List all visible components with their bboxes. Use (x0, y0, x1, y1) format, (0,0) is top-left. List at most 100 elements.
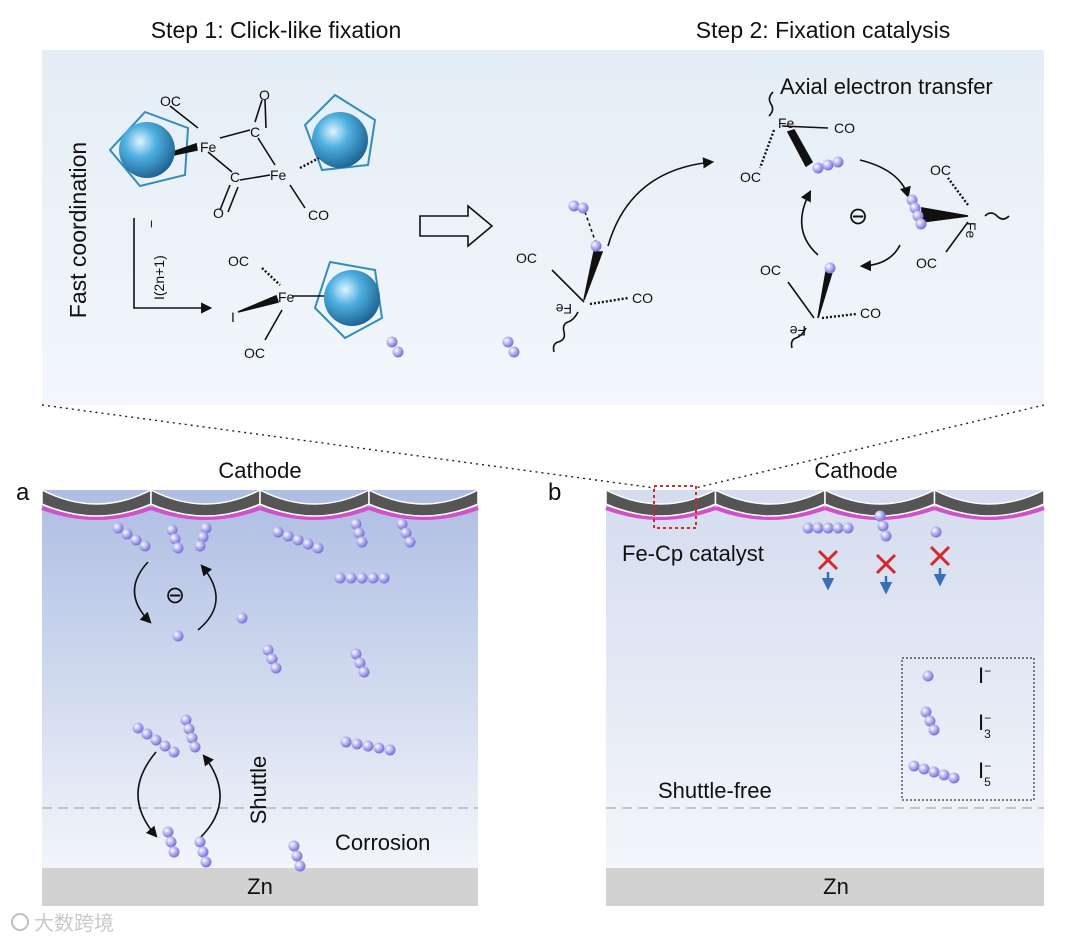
iodide-ions-b (802, 510, 942, 542)
iodide-ion (168, 746, 180, 758)
iodide-ion (396, 518, 408, 530)
iodide-chain (112, 522, 151, 552)
iodide-ion (189, 741, 201, 753)
iodide-ion (197, 846, 209, 858)
iodide-ion (832, 522, 844, 534)
iodide-ion (340, 736, 352, 748)
coordination-arrow (133, 218, 213, 314)
iodide-ion (824, 262, 836, 274)
iodide-ion (915, 218, 927, 230)
step1-title: Step 1: Click-like fixation (151, 17, 402, 43)
shuttle-label: Shuttle (246, 756, 271, 825)
iodide-ion (291, 850, 303, 862)
iodide-ion (166, 524, 178, 536)
iodide-ion (404, 536, 416, 548)
iodide-ion (350, 648, 362, 660)
iodide-ion (358, 666, 370, 678)
iodide-ion (200, 856, 212, 868)
blocked-ions-b (817, 545, 951, 595)
iodide-ion (130, 534, 142, 546)
svg-text:I: I (231, 309, 235, 325)
iodide-ion (350, 518, 362, 530)
svg-text:Fe: Fe (963, 222, 979, 239)
svg-text:OC: OC (516, 250, 537, 266)
iodide-ion (162, 826, 174, 838)
iodide-ion (568, 200, 580, 212)
svg-text:C: C (250, 124, 260, 140)
iodide-ion (362, 740, 374, 752)
iodide-chain (930, 526, 942, 538)
iodide-ion (180, 714, 192, 726)
svg-text:CO: CO (308, 207, 329, 223)
svg-text:O: O (259, 87, 270, 103)
iodide-ion (272, 526, 284, 538)
catalyst-coating (368, 506, 479, 520)
iodide-ion (938, 769, 950, 781)
legend-i (922, 670, 934, 682)
svg-text:OC: OC (760, 262, 781, 278)
cp-ring-sphere-right (312, 112, 368, 168)
iodide-chain (132, 722, 180, 758)
iodide-ion (812, 522, 824, 534)
step2-complex-left (551, 157, 715, 353)
catalyst-coating (41, 506, 152, 520)
iodide-ion (386, 336, 398, 348)
zn-anode-b (606, 868, 1044, 906)
corrosion-label: Corrosion (335, 830, 430, 855)
reagent-label: I(2n+1) (151, 255, 167, 300)
iodide-ion (132, 722, 144, 734)
blocked-shuttle-mark (929, 545, 951, 587)
iodide-chain (162, 826, 180, 858)
catalyst-coating (150, 506, 261, 520)
iodide-ion (918, 763, 930, 775)
iodide-chain (194, 836, 212, 868)
zoom-box (653, 485, 697, 529)
catalyst-coating (933, 506, 1045, 520)
iodide-chain (350, 518, 368, 548)
step2-title: Step 2: Fixation catalysis (696, 17, 950, 43)
scheme-iodide-ions (386, 156, 927, 358)
iodide-chain (824, 262, 836, 274)
iodide-ion (373, 742, 385, 754)
iodide-ion (194, 836, 206, 848)
iodide-chain (568, 200, 589, 214)
iodide-ion (288, 840, 300, 852)
iodide-ion (266, 653, 278, 665)
fast-coordination-label: Fast coordination (65, 142, 91, 318)
cathode-label-b: Cathode (814, 458, 897, 483)
scheme-panel: Step 1: Click-like fixation Step 2: Fixa… (42, 17, 1044, 405)
step2-left-labels: OC CO Fe (516, 250, 653, 317)
iodide-ions-a (112, 518, 416, 872)
iodide-ion (168, 846, 180, 858)
iodide-chain (340, 736, 396, 756)
iodide-ion (880, 530, 892, 542)
cathode-label-a: Cathode (218, 458, 301, 483)
iodide-chain (502, 336, 520, 358)
iodide-ion (150, 734, 162, 746)
zn-label-b: Zn (823, 874, 849, 899)
iodide-ion (141, 728, 153, 740)
iodide-chain (194, 522, 212, 552)
cycle-charge-symbol: ⊖ (848, 203, 868, 230)
iodide-ion (356, 536, 368, 548)
svg-text:O: O (213, 205, 224, 221)
iodide-ion (908, 760, 920, 772)
iodide-chain (350, 648, 370, 678)
watermark: 大数跨境 (11, 912, 114, 935)
iodide-ion (197, 531, 209, 543)
iodide-chain (906, 194, 927, 230)
iodide-chain (236, 612, 248, 624)
legend-label-i3: I−3 (978, 710, 991, 741)
panel-letter-a: a (16, 479, 30, 506)
iodide-chain (262, 644, 282, 674)
iodide-ion (384, 744, 396, 756)
iodide-chain (334, 572, 390, 584)
iodide-ion (822, 522, 834, 534)
legend-i3 (920, 706, 940, 736)
svg-text:Fe: Fe (278, 289, 295, 305)
iodide-ion (351, 738, 363, 750)
reagent-charge: − (143, 220, 159, 228)
blocked-shuttle-mark (875, 553, 897, 595)
cp-ring-sphere-product (324, 270, 380, 326)
